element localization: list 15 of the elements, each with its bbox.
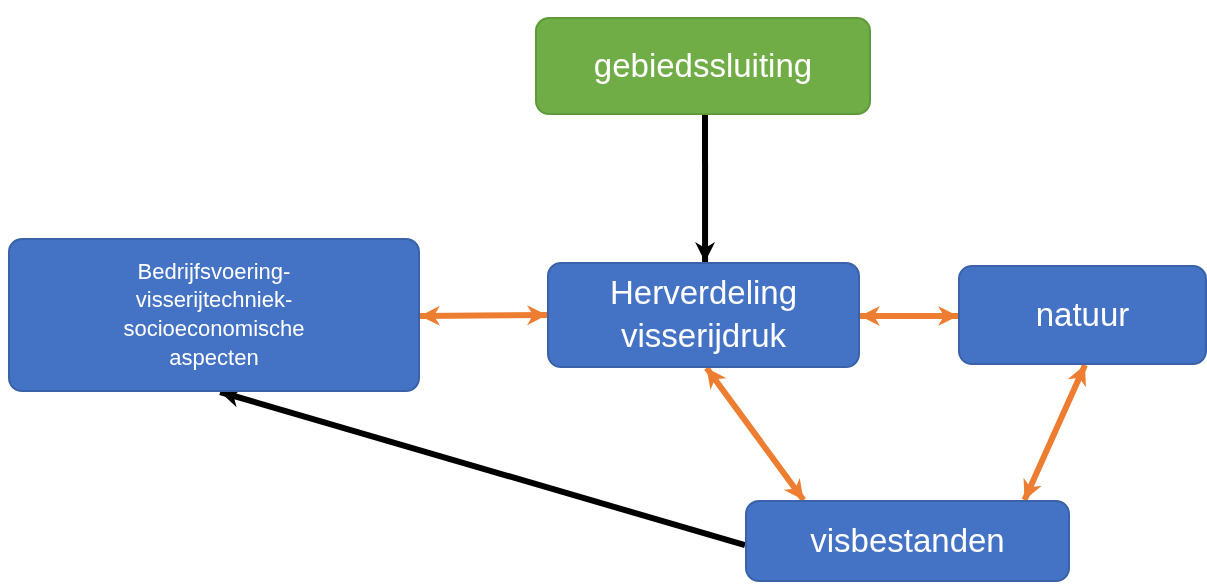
arrow bbox=[1021, 363, 1088, 502]
node-label: natuur bbox=[1034, 294, 1131, 335]
arrow bbox=[704, 366, 806, 502]
process-box bbox=[8, 238, 420, 392]
arrow bbox=[695, 115, 716, 262]
node-label: gebiedssluiting bbox=[592, 45, 814, 86]
node-label: Herverdeling visserijdruk bbox=[608, 273, 799, 356]
arrow bbox=[860, 305, 958, 326]
process-box bbox=[958, 265, 1207, 365]
node-label: visbestanden bbox=[809, 520, 1006, 561]
node-label: Bedrijfsvoering- visserijtechniek- socioeconomische aspecten bbox=[122, 257, 306, 372]
process-box bbox=[535, 17, 871, 115]
arrow bbox=[419, 305, 548, 326]
process-box bbox=[547, 262, 860, 368]
process-box bbox=[745, 500, 1070, 582]
